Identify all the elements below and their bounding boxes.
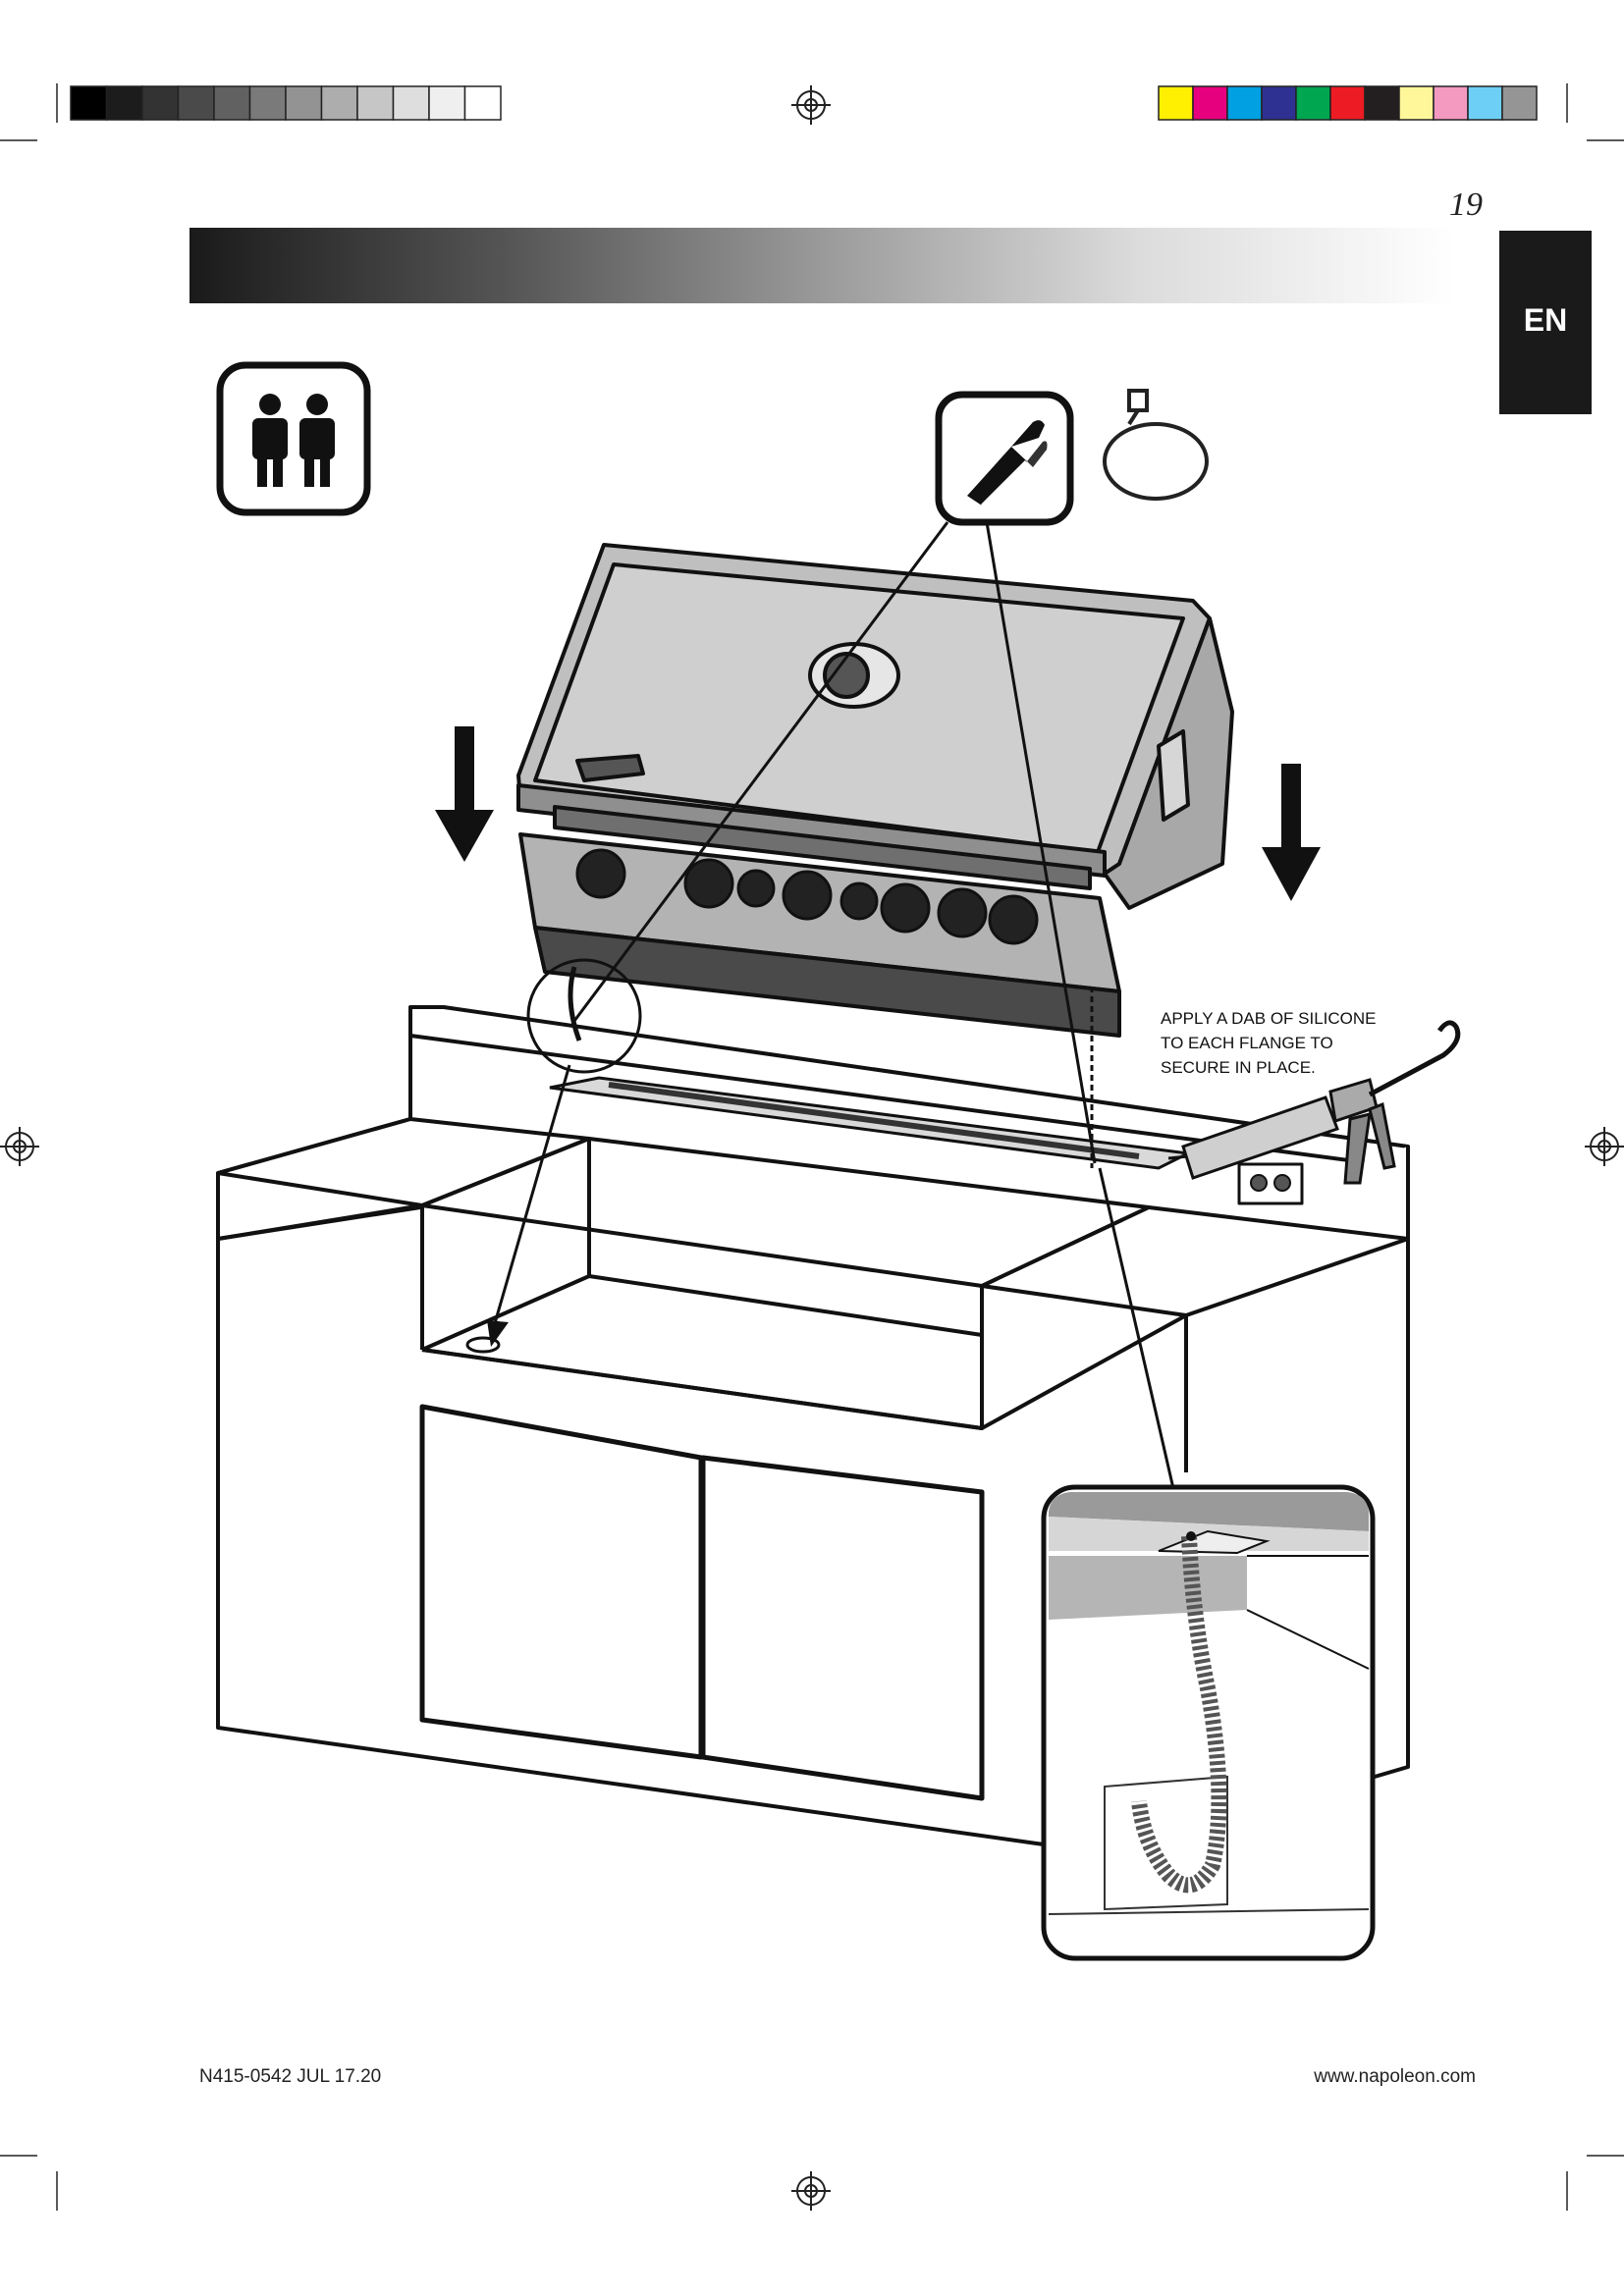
color-swatch [1364, 85, 1400, 121]
gray-swatch [320, 85, 358, 121]
outdoor-kitchen-island [216, 1005, 1410, 1847]
registration-mark-icon [791, 85, 831, 125]
crop-marks [0, 83, 1624, 2211]
gray-swatch [141, 85, 180, 121]
color-swatch [1261, 85, 1297, 121]
gray-swatch [105, 85, 143, 121]
side-cutters-icon [935, 391, 1074, 526]
color-swatch [1295, 85, 1331, 121]
cable-tie-icon [1103, 389, 1209, 501]
gray-swatch [428, 85, 466, 121]
color-swatch [1398, 85, 1435, 121]
color-swatch [1329, 85, 1366, 121]
detail-callout-circle [526, 958, 642, 1074]
silicone-instruction-note: APPLY A DAB OF SILICONE TO EACH FLANGE T… [1161, 1006, 1416, 1080]
note-line: SECURE IN PLACE. [1161, 1058, 1316, 1077]
color-swatch [1226, 85, 1263, 121]
color-swatch [1501, 85, 1538, 121]
leader-lines [491, 521, 1185, 1532]
section-header-bar [189, 228, 1456, 303]
color-swatch [1433, 85, 1469, 121]
color-swatch [1467, 85, 1503, 121]
gray-swatch [213, 85, 251, 121]
note-line: TO EACH FLANGE TO [1161, 1034, 1333, 1052]
footer-website: www.napoleon.com [1314, 2066, 1476, 2087]
gray-swatch [177, 85, 215, 121]
color-swatch [1192, 85, 1228, 121]
caulk-gun-icon [1167, 1020, 1461, 1185]
page-number: 19 [1449, 187, 1483, 223]
gray-swatch [248, 85, 287, 121]
down-arrow-icon [435, 726, 494, 862]
arrowhead-icon [487, 1320, 509, 1347]
gray-swatch [285, 85, 323, 121]
footer-document-code: N415-0542 JUL 17.20 [199, 2066, 382, 2087]
registration-mark-icon [1585, 1127, 1624, 1166]
built-in-grill-head [516, 543, 1234, 1168]
language-tab [1499, 231, 1592, 414]
process-color-bar [1158, 85, 1538, 121]
gray-swatch [70, 85, 108, 121]
two-person-lift-icon [216, 361, 371, 516]
language-tab-label: EN [1523, 302, 1568, 338]
grayscale-color-bar [70, 85, 502, 121]
gas-hose-detail-inset [1041, 1484, 1376, 1961]
color-swatch [1158, 85, 1194, 121]
down-arrow-icon [1262, 764, 1321, 901]
gray-swatch [463, 85, 502, 121]
gray-swatch [356, 85, 395, 121]
registration-mark-icon [0, 1127, 39, 1166]
registration-mark-icon [791, 2171, 831, 2211]
gray-swatch [392, 85, 430, 121]
note-line: APPLY A DAB OF SILICONE [1161, 1009, 1377, 1028]
